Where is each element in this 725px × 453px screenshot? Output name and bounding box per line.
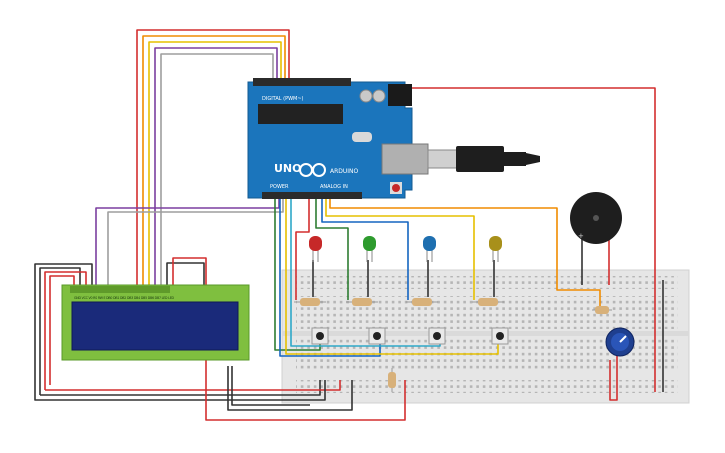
wire-purple-top <box>154 47 278 285</box>
wire-black-lcd3 <box>34 263 326 401</box>
wire-purple-lcd <box>95 198 280 285</box>
led-blue <box>423 236 436 262</box>
wire-black-left <box>40 380 321 396</box>
led-green <box>363 236 376 262</box>
lcd-pin-labels: GND VCC V0 RS RW E DB0 DB1 DB2 DB3 DB4 D… <box>74 296 175 300</box>
wire-red-lcd4 <box>49 275 75 385</box>
led-red <box>309 236 322 262</box>
piezo-buzzer: + <box>570 192 622 244</box>
wire-blue-btn <box>279 198 381 357</box>
push-button-1 <box>311 327 329 345</box>
digital-header-label: DIGITAL (PWM~) <box>262 96 304 102</box>
wire-orange-pot <box>329 198 601 308</box>
resistors <box>294 298 612 392</box>
push-button-3 <box>428 327 446 345</box>
lcd-16x2: GND VCC V0 RS RW E DB0 DB1 DB2 DB3 DB4 D… <box>61 284 250 361</box>
resistor-4 <box>472 298 504 306</box>
led-yellow <box>489 236 502 262</box>
wire-green-led <box>315 198 349 300</box>
svg-text:+: + <box>578 232 584 240</box>
push-buttons <box>311 327 509 345</box>
wire-red-pot <box>609 355 618 401</box>
analog-header-label: ANALOG IN <box>320 184 348 190</box>
push-button-4 <box>491 327 509 345</box>
push-button-2 <box>368 327 386 345</box>
wire-yellow-led <box>325 198 475 300</box>
resistor-3 <box>406 298 438 306</box>
arduino-uno-board: UNO ARDUINO DIGITAL (PWM~) ANALOG IN POW… <box>247 78 429 199</box>
resistor-6 <box>388 368 396 392</box>
wire-black-lcd-r <box>166 262 205 293</box>
wire-black-bottom <box>227 366 353 411</box>
arduino-model: UNO <box>274 162 302 175</box>
wire-black-lcd1 <box>39 267 81 395</box>
wire-red-5v <box>406 87 656 392</box>
power-header-label: POWER <box>270 184 289 190</box>
wire-red-led <box>295 198 310 300</box>
potentiometer <box>605 327 635 357</box>
wire-black-bottom2 <box>231 366 310 406</box>
wire-blue-led <box>321 198 409 300</box>
wire-red-lcd2 <box>44 271 87 390</box>
resistor-1 <box>294 298 326 306</box>
wire-gray-top <box>160 53 274 285</box>
wire-green-btn <box>274 198 321 351</box>
arduino-brand: ARDUINO <box>330 168 359 175</box>
wire-gray-lcd <box>107 198 284 285</box>
resistor-5 <box>592 306 612 314</box>
wire-yellow-btn <box>285 198 499 355</box>
arduino-logo <box>299 163 326 177</box>
wire-orange-top <box>142 35 286 285</box>
wire-red-left <box>45 380 341 391</box>
usb-cable <box>427 146 540 172</box>
wire-yellow-top <box>148 41 282 285</box>
resistor-2 <box>346 298 378 306</box>
wire-red-top <box>136 29 290 285</box>
